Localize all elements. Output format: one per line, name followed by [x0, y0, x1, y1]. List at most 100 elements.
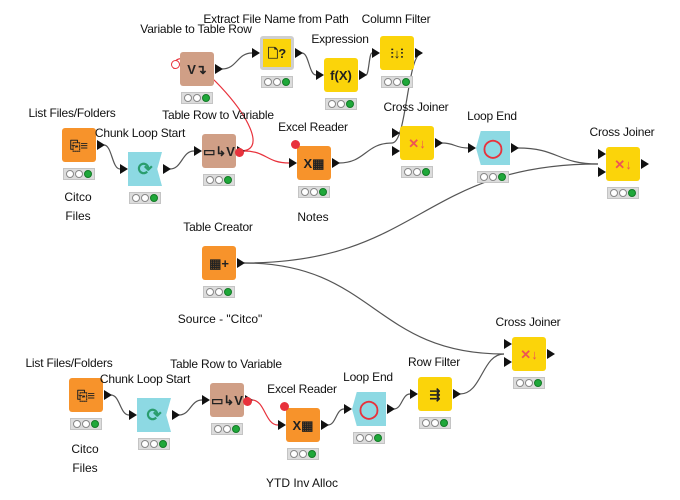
- data-connection[interactable]: [110, 394, 130, 416]
- node-expression[interactable]: f(X): [324, 58, 358, 92]
- data-connection[interactable]: [103, 144, 121, 170]
- data-connection[interactable]: [243, 262, 505, 355]
- status-executed-dot: [84, 170, 93, 178]
- output-port[interactable]: [295, 48, 303, 58]
- status-idle-dot: [289, 450, 298, 458]
- variable-output-port[interactable]: [235, 148, 244, 157]
- variable-connection[interactable]: [173, 58, 254, 152]
- data-connection[interactable]: [327, 408, 345, 426]
- output-port[interactable]: [163, 164, 171, 174]
- variable-output-port[interactable]: [243, 397, 252, 406]
- data-connection[interactable]: [169, 150, 195, 170]
- node-label: Extract File Name from Path: [203, 12, 349, 26]
- node-label: Chunk Loop Start: [94, 126, 186, 140]
- output-port[interactable]: [415, 48, 423, 58]
- node-cross-joiner-1[interactable]: ✕↓: [400, 126, 434, 160]
- input-port[interactable]: [129, 410, 137, 420]
- status-executed-dot: [374, 434, 383, 442]
- status-executed-dot: [319, 188, 328, 196]
- data-connection[interactable]: [221, 52, 253, 70]
- status-idle-dot: [524, 379, 533, 387]
- variable-input-port[interactable]: [291, 140, 300, 149]
- cross-join-icon: ✕↓: [520, 346, 538, 362]
- output-port[interactable]: [641, 159, 649, 169]
- output-port[interactable]: [97, 140, 105, 150]
- node-table-row-to-var-2[interactable]: ▭↳V: [210, 383, 244, 417]
- output-port[interactable]: [104, 390, 112, 400]
- variable-connection[interactable]: [243, 150, 290, 164]
- data-connection[interactable]: [517, 147, 599, 165]
- node-cross-joiner-2[interactable]: ✕↓: [606, 147, 640, 181]
- status-idle-dot: [403, 168, 412, 176]
- status-idle-dot: [272, 78, 281, 86]
- input-port[interactable]: [289, 158, 297, 168]
- node-status-indicator: [353, 432, 385, 444]
- output-port[interactable]: [215, 64, 223, 74]
- input-port[interactable]: [392, 146, 400, 156]
- node-excel-reader-2[interactable]: X▦: [286, 408, 320, 442]
- output-port[interactable]: [387, 404, 395, 414]
- output-port[interactable]: [172, 410, 180, 420]
- function-icon: f(X): [330, 67, 352, 83]
- data-connection[interactable]: [243, 163, 599, 264]
- status-idle-dot: [149, 440, 158, 448]
- output-port[interactable]: [511, 143, 519, 153]
- status-executed-dot: [440, 419, 449, 427]
- input-port[interactable]: [344, 404, 352, 414]
- node-table-row-to-var-1[interactable]: ▭↳V: [202, 134, 236, 168]
- variable-connection[interactable]: [251, 399, 279, 426]
- node-loop-end-2[interactable]: ◯: [352, 392, 386, 426]
- input-port[interactable]: [202, 395, 210, 405]
- input-port[interactable]: [252, 48, 260, 58]
- output-port[interactable]: [332, 158, 340, 168]
- output-port[interactable]: [321, 420, 329, 430]
- node-list-files-1[interactable]: ⎘≡: [62, 128, 96, 162]
- data-connection[interactable]: [441, 142, 469, 149]
- node-cross-joiner-3[interactable]: ✕↓: [512, 337, 546, 371]
- output-port[interactable]: [237, 258, 245, 268]
- variable-input-port[interactable]: [280, 402, 289, 411]
- node-status-indicator: [477, 171, 509, 183]
- output-port[interactable]: [359, 70, 367, 80]
- variable-input-port[interactable]: [171, 60, 180, 69]
- node-extract-file-name[interactable]: 🗋?: [260, 36, 294, 70]
- node-status-indicator: [203, 286, 235, 298]
- node-list-files-2[interactable]: ⎘≡: [69, 378, 103, 412]
- output-port[interactable]: [435, 138, 443, 148]
- input-port[interactable]: [392, 128, 400, 138]
- node-label: Cross Joiner: [495, 315, 561, 329]
- node-loop-end-1[interactable]: ◯: [476, 131, 510, 165]
- loop-refresh-icon: ⟳: [137, 159, 153, 179]
- output-port[interactable]: [547, 349, 555, 359]
- node-chunk-loop-start-2[interactable]: ⟳: [137, 398, 171, 432]
- data-connection[interactable]: [459, 353, 505, 395]
- node-excel-reader-1[interactable]: X▦: [297, 146, 331, 180]
- node-table-creator[interactable]: ▦+: [202, 246, 236, 280]
- node-column-filter[interactable]: ⫶↓⫶: [380, 36, 414, 70]
- input-port[interactable]: [468, 143, 476, 153]
- data-connection[interactable]: [178, 399, 203, 416]
- input-port[interactable]: [504, 357, 512, 367]
- node-status-indicator: [129, 192, 161, 204]
- input-port[interactable]: [372, 48, 380, 58]
- node-chunk-loop-start-1[interactable]: ⟳: [128, 152, 162, 186]
- input-port[interactable]: [598, 167, 606, 177]
- status-idle-dot: [214, 176, 223, 184]
- node-annotation: YTD Inv Alloc: [265, 476, 339, 490]
- input-port[interactable]: [120, 164, 128, 174]
- node-row-filter[interactable]: ⇶: [418, 377, 452, 411]
- input-port[interactable]: [504, 339, 512, 349]
- input-port[interactable]: [598, 149, 606, 159]
- data-connection[interactable]: [338, 142, 393, 164]
- input-port[interactable]: [194, 146, 202, 156]
- data-connection[interactable]: [393, 393, 411, 410]
- input-port[interactable]: [316, 70, 324, 80]
- output-port[interactable]: [453, 389, 461, 399]
- node-var-to-table-row[interactable]: V↴: [180, 52, 214, 86]
- input-port[interactable]: [278, 420, 286, 430]
- data-connection[interactable]: [301, 52, 317, 76]
- loop-refresh-icon: ⟳: [146, 405, 162, 425]
- input-port[interactable]: [410, 389, 418, 399]
